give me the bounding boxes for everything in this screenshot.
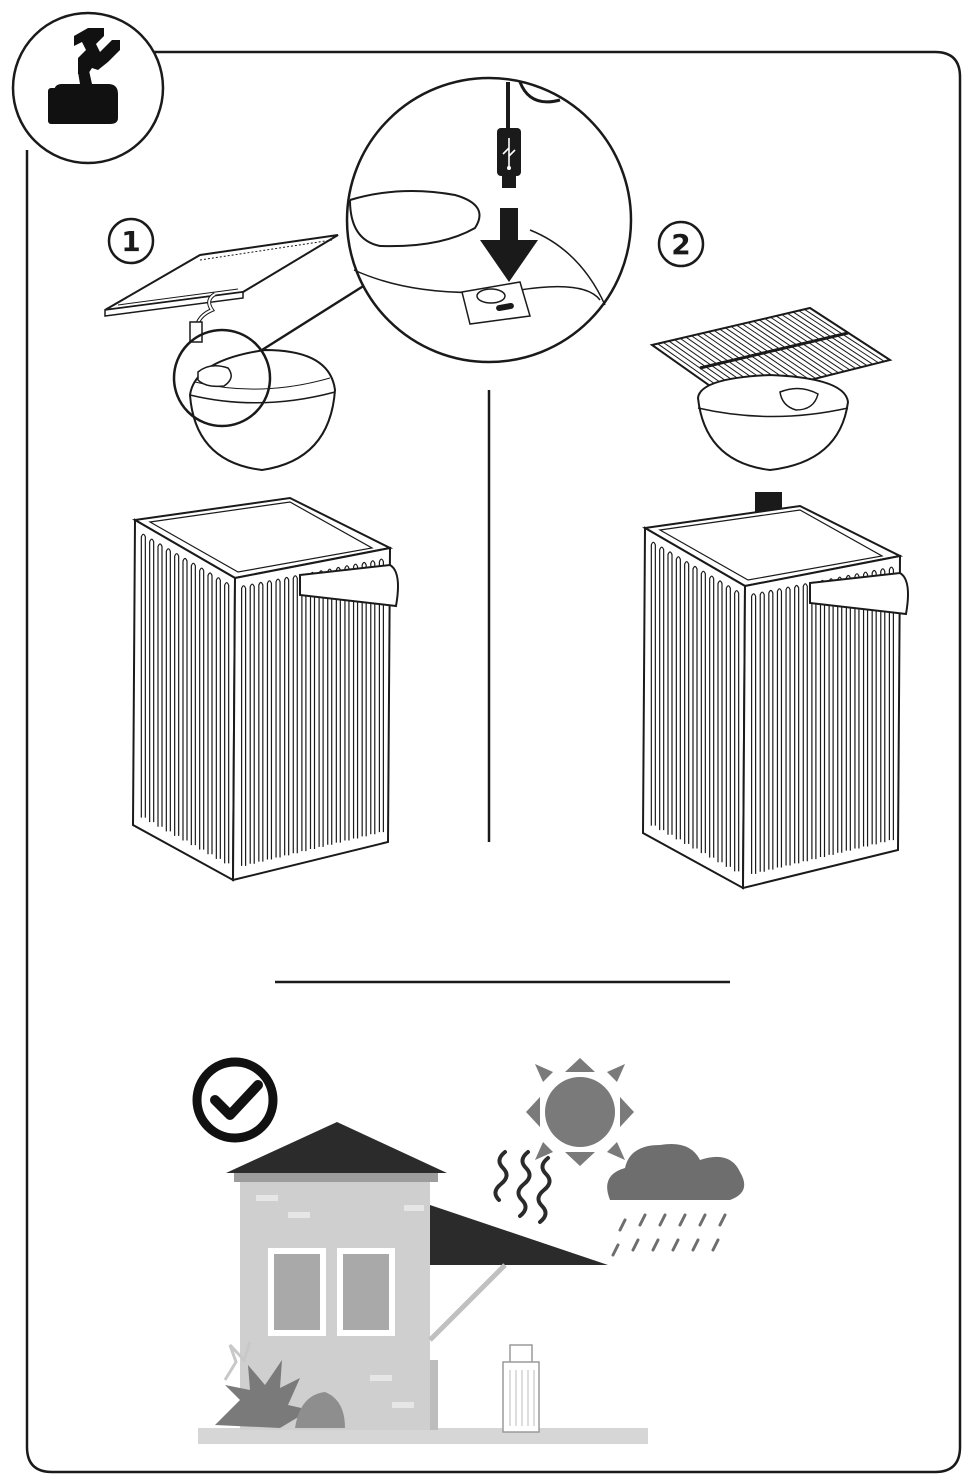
step-1-badge: 1 <box>109 219 153 263</box>
step-1-number: 1 <box>121 225 140 258</box>
detail-connector <box>262 285 365 350</box>
wrench-thumb-icon <box>13 13 163 163</box>
lantern-body-step1 <box>133 498 398 880</box>
lantern-body-step2 <box>643 506 908 888</box>
step-2-badge: 2 <box>659 222 703 266</box>
rain-cloud-icon <box>607 1144 744 1255</box>
checkmark-icon <box>197 1062 273 1138</box>
usb-detail-zoom <box>347 78 631 362</box>
light-unit-step2 <box>698 375 848 470</box>
awning <box>430 1205 608 1340</box>
heat-waves <box>495 1152 549 1222</box>
light-unit-step1 <box>190 350 335 470</box>
ground <box>198 1428 648 1444</box>
step-2-number: 2 <box>671 228 690 261</box>
lantern-placed <box>503 1345 539 1432</box>
sun-icon <box>526 1058 634 1166</box>
